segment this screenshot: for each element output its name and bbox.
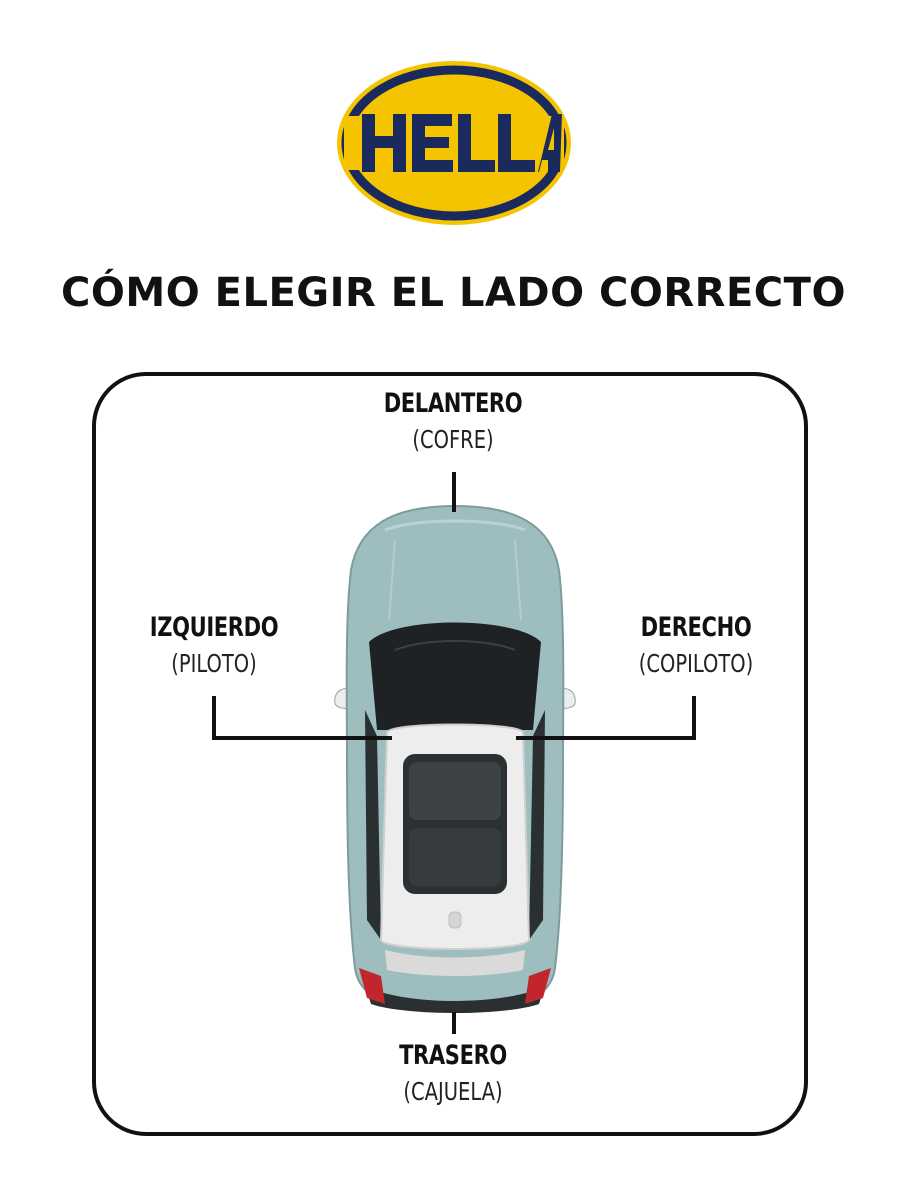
front-label-name: DELANTERO [383, 388, 523, 419]
car-icon [334, 504, 576, 1014]
right-label-sub: (COPILOTO) [638, 649, 754, 678]
rear-label-name: TRASERO [399, 1040, 507, 1071]
front-label: DELANTERO (COFRE) [353, 388, 553, 454]
left-label-sub: (PILOTO) [171, 649, 257, 678]
front-label-sub: (COFRE) [412, 425, 494, 454]
right-label: DERECHO (COPILOTO) [596, 612, 796, 678]
car-top-view [325, 500, 585, 1020]
rear-label: TRASERO (CAJUELA) [353, 1040, 553, 1106]
left-label: IZQUIERDO (PILOTO) [114, 612, 314, 678]
left-label-name: IZQUIERDO [149, 612, 279, 643]
hella-logo-icon [337, 61, 571, 225]
rear-label-sub: (CAJUELA) [403, 1077, 503, 1106]
diagram-frame [92, 372, 808, 1136]
hella-logo [334, 58, 574, 228]
page-title: CÓMO ELEGIR EL LADO CORRECTO [61, 270, 846, 316]
right-label-name: DERECHO [640, 612, 752, 643]
